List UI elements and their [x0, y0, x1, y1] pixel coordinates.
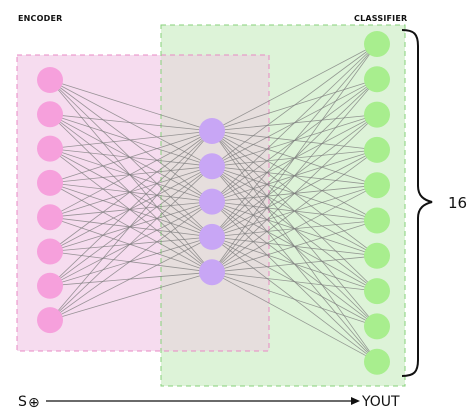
edge: [49, 130, 213, 184]
edge: [211, 271, 378, 292]
output-node: [364, 278, 390, 305]
edge: [49, 182, 213, 273]
edge: [49, 201, 213, 252]
edge: [49, 148, 213, 273]
connections: [49, 43, 378, 363]
output-node: [364, 31, 390, 57]
latent-node: [199, 223, 225, 250]
input-node: [37, 169, 63, 196]
edge: [49, 79, 213, 132]
edge: [49, 130, 213, 321]
classifier-label: CLASSIFIER: [354, 14, 407, 23]
edge: [211, 220, 378, 273]
input-symbol: ⊕: [28, 395, 40, 411]
input-node: [37, 238, 63, 265]
edge: [49, 79, 213, 167]
latent-node: [199, 118, 225, 144]
edge: [211, 149, 378, 273]
output-node: [364, 313, 390, 340]
edge: [49, 148, 213, 202]
edge: [49, 201, 213, 218]
edge: [49, 216, 213, 238]
edge: [49, 148, 213, 238]
nodes: [37, 31, 390, 375]
curly-brace: [401, 29, 433, 377]
flow-arrow-head: [351, 397, 360, 405]
edge: [49, 113, 213, 202]
edge: [49, 182, 213, 238]
latent-node: [199, 153, 225, 180]
edge: [49, 130, 213, 287]
edge: [211, 43, 378, 273]
edge: [49, 165, 213, 184]
edge: [49, 201, 213, 321]
brace-count-label: 16: [448, 194, 467, 212]
edge: [49, 79, 213, 202]
input-label-s: S: [18, 394, 27, 410]
edge: [211, 43, 378, 132]
edge: [49, 148, 213, 167]
edge: [49, 271, 213, 321]
edge: [211, 255, 378, 273]
input-node: [37, 307, 63, 334]
edge: [49, 271, 213, 287]
edge: [49, 182, 213, 202]
classifier-outline: [160, 24, 406, 387]
input-node: [37, 67, 63, 93]
output-node: [364, 207, 390, 234]
edge: [211, 43, 378, 167]
latent-node: [199, 259, 225, 286]
output-node: [364, 136, 390, 163]
edge: [49, 130, 213, 218]
edge: [49, 79, 213, 238]
edge: [49, 113, 213, 238]
edge: [211, 271, 378, 363]
edge: [211, 43, 378, 238]
edge: [49, 113, 213, 167]
output-node: [364, 348, 390, 375]
input-node: [37, 204, 63, 231]
edge: [211, 271, 378, 327]
edge: [49, 130, 213, 149]
edge: [49, 166, 213, 321]
input-node: [37, 272, 63, 299]
output-node: [364, 172, 390, 199]
edge: [49, 236, 213, 287]
encoder-outline: [16, 54, 270, 352]
output-node: [364, 66, 390, 93]
edge: [211, 79, 378, 273]
edge: [211, 114, 378, 273]
edge: [49, 251, 213, 273]
input-node: [37, 135, 63, 162]
latent-node: [199, 188, 225, 215]
edge: [49, 236, 213, 252]
edge: [49, 216, 213, 273]
output-node: [364, 242, 390, 269]
edge: [49, 165, 213, 218]
edge: [49, 236, 213, 321]
edge: [49, 113, 213, 132]
output-node: [364, 101, 390, 128]
edge: [49, 130, 213, 252]
encoder-label: ENCODER: [18, 14, 63, 23]
edge: [211, 184, 378, 273]
edge: [49, 114, 213, 273]
output-label: YOUT: [361, 394, 400, 410]
edge: [211, 43, 378, 202]
input-node: [37, 101, 63, 128]
